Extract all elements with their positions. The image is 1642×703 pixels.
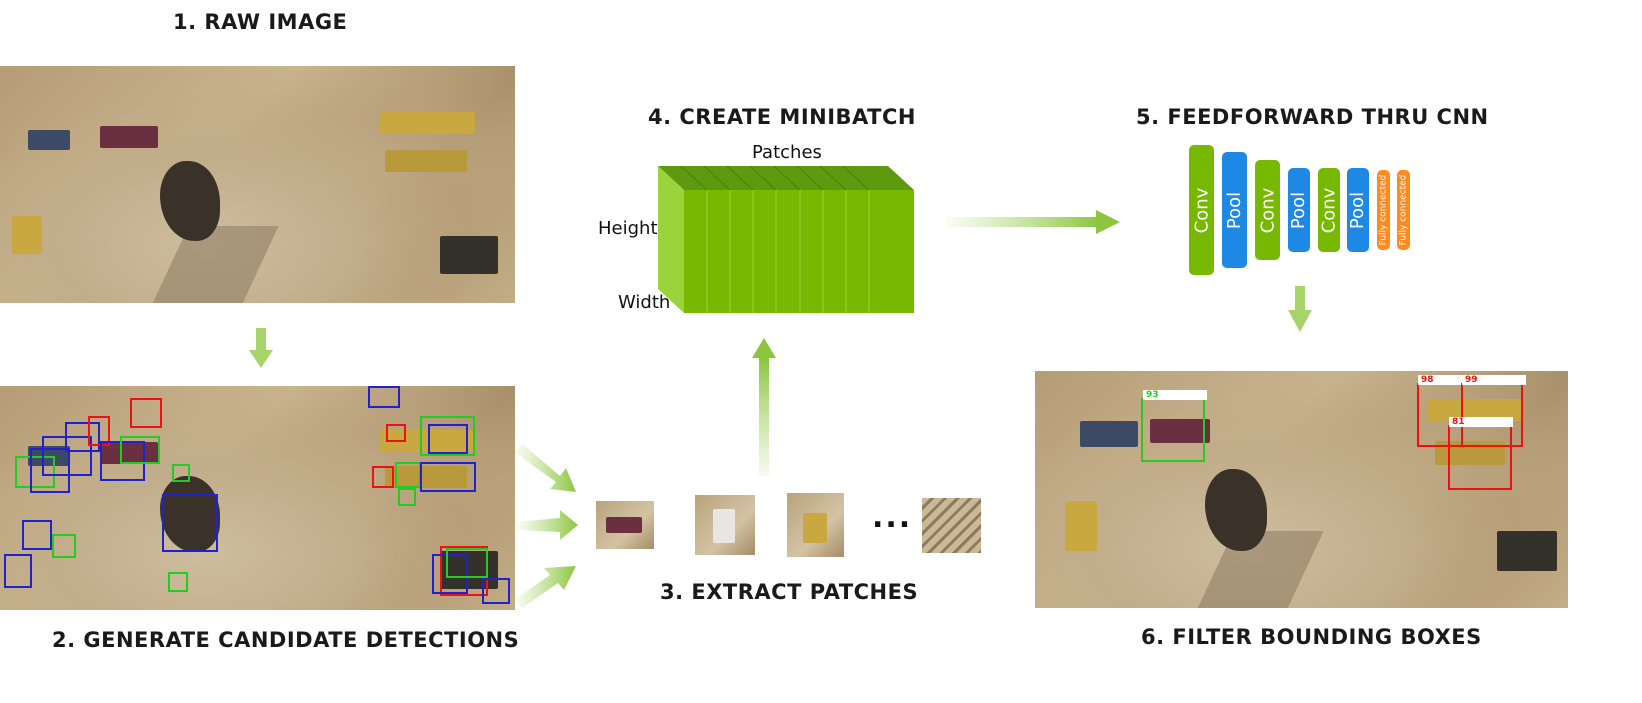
detection-box	[1448, 425, 1512, 490]
step-4-title: 4. CREATE MINIBATCH	[648, 105, 916, 129]
loader	[380, 112, 475, 134]
arrow-raw-to-candidates	[249, 328, 273, 368]
dump-truck	[440, 236, 498, 274]
candidate-box	[120, 436, 160, 464]
candidate-box	[446, 548, 488, 578]
truck	[100, 126, 158, 148]
cnn-layer-fully-connected-2: Fully connected	[1397, 170, 1410, 250]
raw-image	[0, 66, 515, 303]
patch-slice-top	[796, 165, 824, 191]
arrow-candidates-to-patches	[514, 444, 578, 608]
candidates-image	[0, 386, 515, 610]
arrow-patches-to-minibatch	[752, 338, 776, 476]
loader	[1427, 399, 1522, 421]
candidate-box	[386, 424, 406, 442]
loader	[380, 430, 475, 452]
detection-score: 93	[1143, 390, 1207, 400]
cnn-layer-pool-3: Pool	[1347, 168, 1369, 252]
arrow-cnn-to-filter	[1288, 286, 1312, 332]
loader	[12, 216, 42, 254]
candidate-box	[130, 398, 162, 428]
loader	[803, 513, 827, 543]
cnn-layer-pool-2: Pool	[1288, 168, 1310, 252]
step-3-title: 3. EXTRACT PATCHES	[660, 580, 919, 604]
minibatch-left-face	[658, 166, 684, 313]
minibatch-front-face	[684, 190, 914, 313]
candidate-box	[420, 462, 476, 492]
truck	[28, 130, 70, 150]
candidate-box	[42, 436, 92, 476]
excavation-pit	[160, 476, 220, 552]
cnn-layer-pool-1: Pool	[1222, 152, 1247, 268]
truck	[713, 509, 735, 543]
patch-slice-top	[819, 165, 847, 191]
candidate-box	[172, 464, 190, 482]
patch-vehicle	[695, 495, 755, 555]
detection-score: 99	[1462, 375, 1526, 385]
minibatch-width-label: Width	[618, 292, 671, 313]
patch-terrain	[922, 498, 981, 553]
loader	[385, 466, 467, 488]
candidate-box	[15, 456, 55, 488]
patch-slice-top	[703, 165, 731, 191]
patch-ellipsis: ...	[872, 500, 913, 535]
terrain-ridge	[1196, 531, 1324, 608]
candidate-box	[4, 554, 32, 588]
filtered-image: 93 98 99 81	[1035, 371, 1568, 608]
step-6-title: 6. FILTER BOUNDING BOXES	[1141, 625, 1482, 649]
truck	[1150, 419, 1210, 443]
loader	[1065, 501, 1097, 551]
detection-score: 81	[1449, 417, 1513, 427]
candidate-box	[100, 441, 145, 481]
candidate-box	[482, 578, 510, 604]
truck	[606, 517, 642, 533]
minibatch-patches-label: Patches	[752, 142, 822, 163]
patch-truck	[596, 501, 654, 549]
candidate-box	[22, 520, 52, 550]
step-5-title: 5. FEEDFORWARD THRU CNN	[1136, 105, 1489, 129]
candidate-box	[168, 572, 188, 592]
candidate-box	[432, 554, 468, 594]
excavation-pit	[1205, 469, 1267, 551]
detection-score: 98	[1418, 375, 1468, 385]
cnn-layer-conv-1: Conv	[1189, 145, 1214, 275]
step-2-title: 2. GENERATE CANDIDATE DETECTIONS	[52, 628, 520, 652]
cnn-layer-fully-connected-1: Fully connected	[1377, 170, 1390, 250]
cnn-layer-conv-2: Conv	[1255, 160, 1280, 260]
candidate-box	[162, 494, 218, 552]
detection-box	[1141, 398, 1205, 462]
patch-slice-top	[842, 165, 870, 191]
truck	[1080, 421, 1138, 447]
patch-loader	[787, 493, 844, 557]
candidate-box	[52, 534, 76, 558]
patch-slice-top	[773, 165, 801, 191]
candidate-box	[428, 424, 468, 454]
patch-slice-top	[680, 165, 708, 191]
cnn-layer-conv-3: Conv	[1318, 168, 1340, 252]
arrow-minibatch-to-cnn	[946, 210, 1120, 234]
candidate-box	[368, 386, 400, 408]
candidate-box	[88, 416, 110, 446]
patch-slice-top	[726, 165, 754, 191]
loader	[385, 150, 467, 172]
minibatch-height-label: Height	[598, 218, 658, 239]
dump-truck	[440, 551, 498, 589]
step-1-title: 1. RAW IMAGE	[173, 10, 348, 34]
candidate-box	[420, 416, 475, 456]
dump-truck	[1497, 531, 1557, 571]
patch-slice-top	[749, 165, 777, 191]
minibatch-block	[658, 165, 914, 313]
minibatch-top-face	[658, 166, 914, 190]
candidate-box	[65, 422, 100, 452]
candidate-box	[398, 488, 416, 506]
candidate-box	[372, 466, 394, 488]
excavation-pit	[160, 161, 220, 241]
candidate-box	[30, 448, 70, 493]
